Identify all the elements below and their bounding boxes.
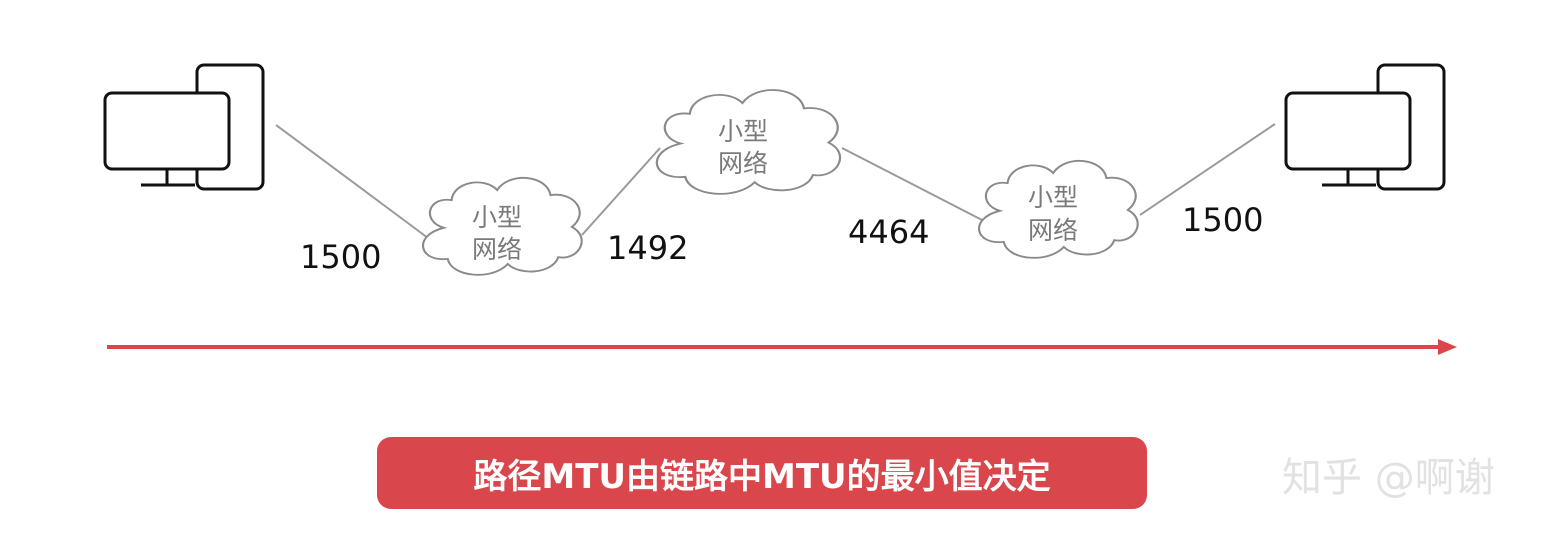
cloud-label-line2: 网络 <box>1028 216 1078 245</box>
computer-icon <box>1284 63 1446 191</box>
watermark: 知乎 @啊谢 <box>1282 455 1495 501</box>
conclusion-banner: 路径MTU由链路中MTU的最小值决定 <box>377 437 1147 509</box>
cloud-label-line2: 网络 <box>472 235 522 264</box>
link-line-1 <box>275 124 429 239</box>
computer-icon <box>103 63 265 191</box>
arrow-right-icon <box>107 339 1457 355</box>
link-line-2 <box>581 147 661 236</box>
mtu-label: 1500 <box>300 238 381 276</box>
cloud-label-line1: 小型 <box>1028 183 1078 212</box>
mtu-label: 4464 <box>848 213 929 251</box>
cloud-label-line1: 小型 <box>472 203 522 232</box>
mtu-label: 1492 <box>607 229 688 267</box>
conclusion-text: 路径MTU由链路中MTU的最小值决定 <box>473 456 1051 497</box>
link-line-4 <box>1139 123 1276 216</box>
cloud-label-line2: 网络 <box>718 149 768 178</box>
mtu-label: 1500 <box>1182 201 1263 239</box>
cloud-label-line1: 小型 <box>718 117 768 146</box>
link-line-3 <box>841 147 983 221</box>
